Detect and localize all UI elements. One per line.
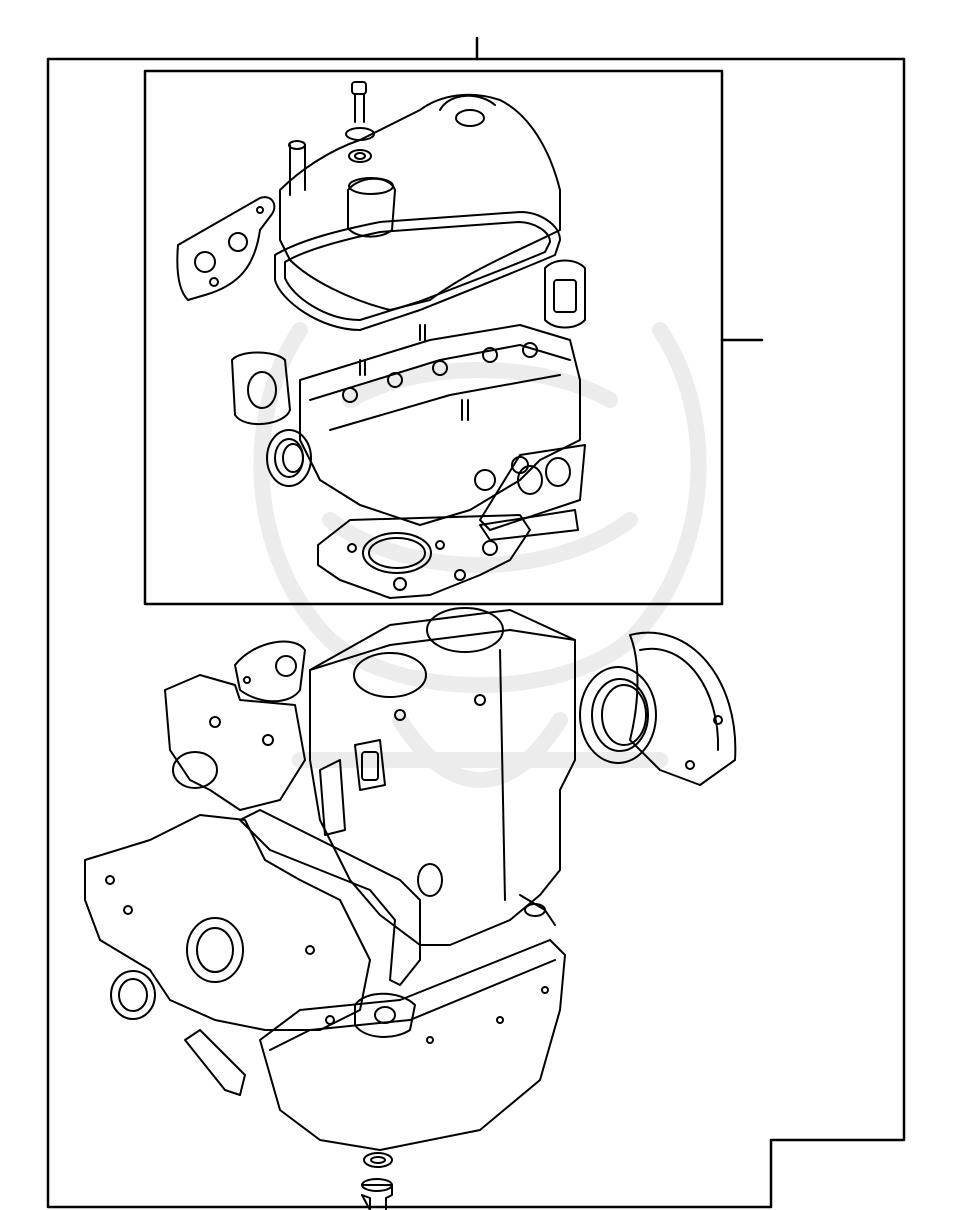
cylinder-block (309, 607, 576, 946)
drain-plug-washer (363, 1152, 393, 1168)
watermark-logo (253, 322, 707, 788)
timing-cover (84, 814, 371, 1031)
cylinder-head-gasket (317, 514, 531, 599)
intake-gasket-left (176, 196, 276, 301)
timing-cover-gasket (239, 809, 421, 986)
valve-cover-gasket (274, 211, 561, 331)
cylinder-head (299, 324, 581, 526)
outlet-gasket-right (544, 259, 586, 329)
exhaust-manifold-gasket (479, 444, 586, 541)
oil-pan (259, 939, 566, 1151)
rear-seal-retainer-gasket (629, 631, 737, 786)
water-pump-gasket (234, 640, 306, 703)
oil-strainer-pipe (184, 1029, 246, 1096)
crankshaft-front-seal (110, 970, 156, 1020)
thermostat-gasket (231, 351, 291, 426)
rear-main-seal (579, 666, 657, 764)
strainer-gasket (354, 992, 416, 1038)
block-side-gasket (319, 739, 386, 836)
water-pump (164, 674, 306, 811)
cover-bolt (345, 81, 375, 163)
valve-cover (279, 93, 561, 311)
camshaft-oil-seal (266, 429, 312, 487)
gasket-set-box-01080 (143, 69, 764, 606)
drain-plug (361, 1178, 393, 1210)
kit-bracket-01070 (46, 36, 906, 1209)
